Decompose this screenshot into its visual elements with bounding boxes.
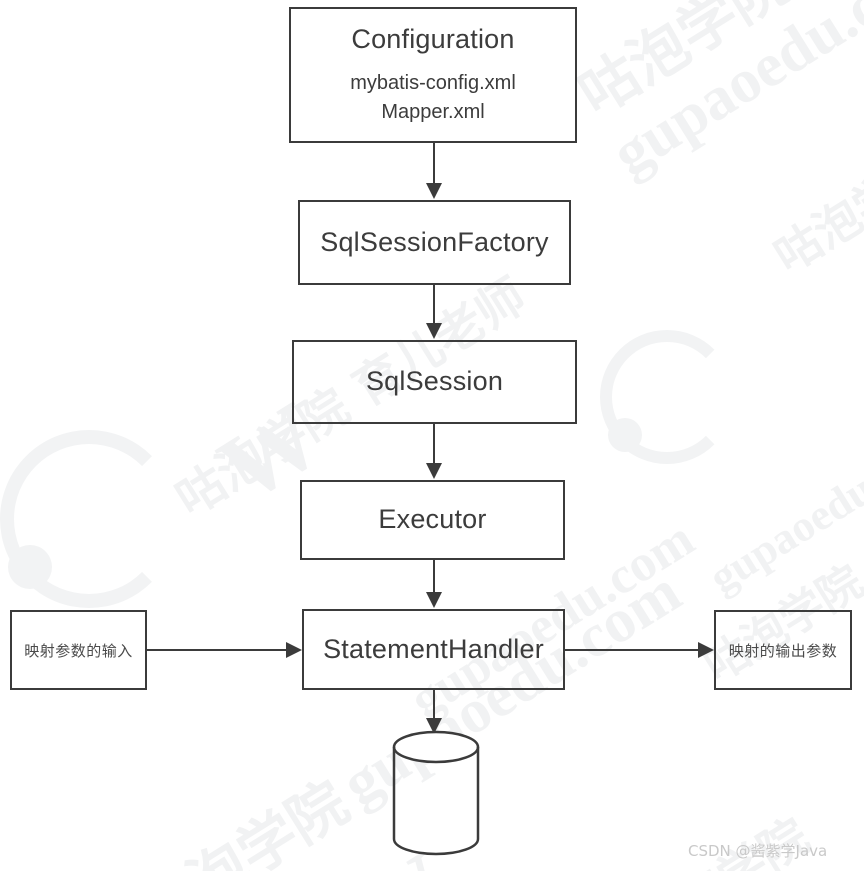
node-input-parameters-label: 映射参数的输入: [24, 641, 133, 660]
node-input-parameters[interactable]: 映射参数的输入: [10, 610, 147, 690]
node-sql-session-factory-title: SqlSessionFactory: [320, 226, 549, 257]
node-output-parameters-label: 映射的输出参数: [728, 641, 838, 660]
edge-session-to-executor-arrow: [426, 463, 442, 479]
edge-executor-to-handler-line: [433, 560, 435, 594]
edge-handler-to-output-arrow: [698, 642, 714, 658]
node-sql-session-factory[interactable]: SqlSessionFactory: [298, 200, 571, 285]
node-configuration-subtitle-1: mybatis-config.xml: [350, 71, 516, 94]
node-statement-handler-title: StatementHandler: [323, 633, 544, 664]
node-database[interactable]: [391, 729, 481, 857]
node-sql-session[interactable]: SqlSession: [292, 340, 577, 424]
edge-handler-to-database-arrow: [426, 718, 442, 734]
edge-configuration-to-factory-arrow: [426, 183, 442, 199]
node-statement-handler[interactable]: StatementHandler: [302, 609, 565, 690]
node-configuration-title: Configuration: [351, 24, 515, 55]
node-sql-session-title: SqlSession: [365, 366, 504, 397]
edge-factory-to-session-arrow: [426, 323, 442, 339]
node-executor-title: Executor: [378, 504, 487, 535]
edge-input-to-handler-arrow: [286, 642, 302, 658]
node-configuration[interactable]: Configuration mybatis-config.xml Mapper.…: [289, 7, 577, 143]
edge-configuration-to-factory-line: [433, 143, 435, 185]
edge-session-to-executor-line: [433, 424, 435, 464]
csdn-credit: CSDN @酱紫学Java: [688, 842, 828, 860]
edge-handler-to-output-line: [565, 649, 700, 651]
edge-input-to-handler-line: [147, 649, 287, 651]
node-executor[interactable]: Executor: [300, 480, 565, 560]
node-output-parameters[interactable]: 映射的输出参数: [714, 610, 852, 690]
edge-handler-to-database-line: [433, 690, 435, 720]
node-configuration-subtitle-2: Mapper.xml: [381, 100, 485, 123]
database-cylinder-icon: [392, 730, 480, 856]
edge-factory-to-session-line: [433, 285, 435, 325]
edge-executor-to-handler-arrow: [426, 592, 442, 608]
